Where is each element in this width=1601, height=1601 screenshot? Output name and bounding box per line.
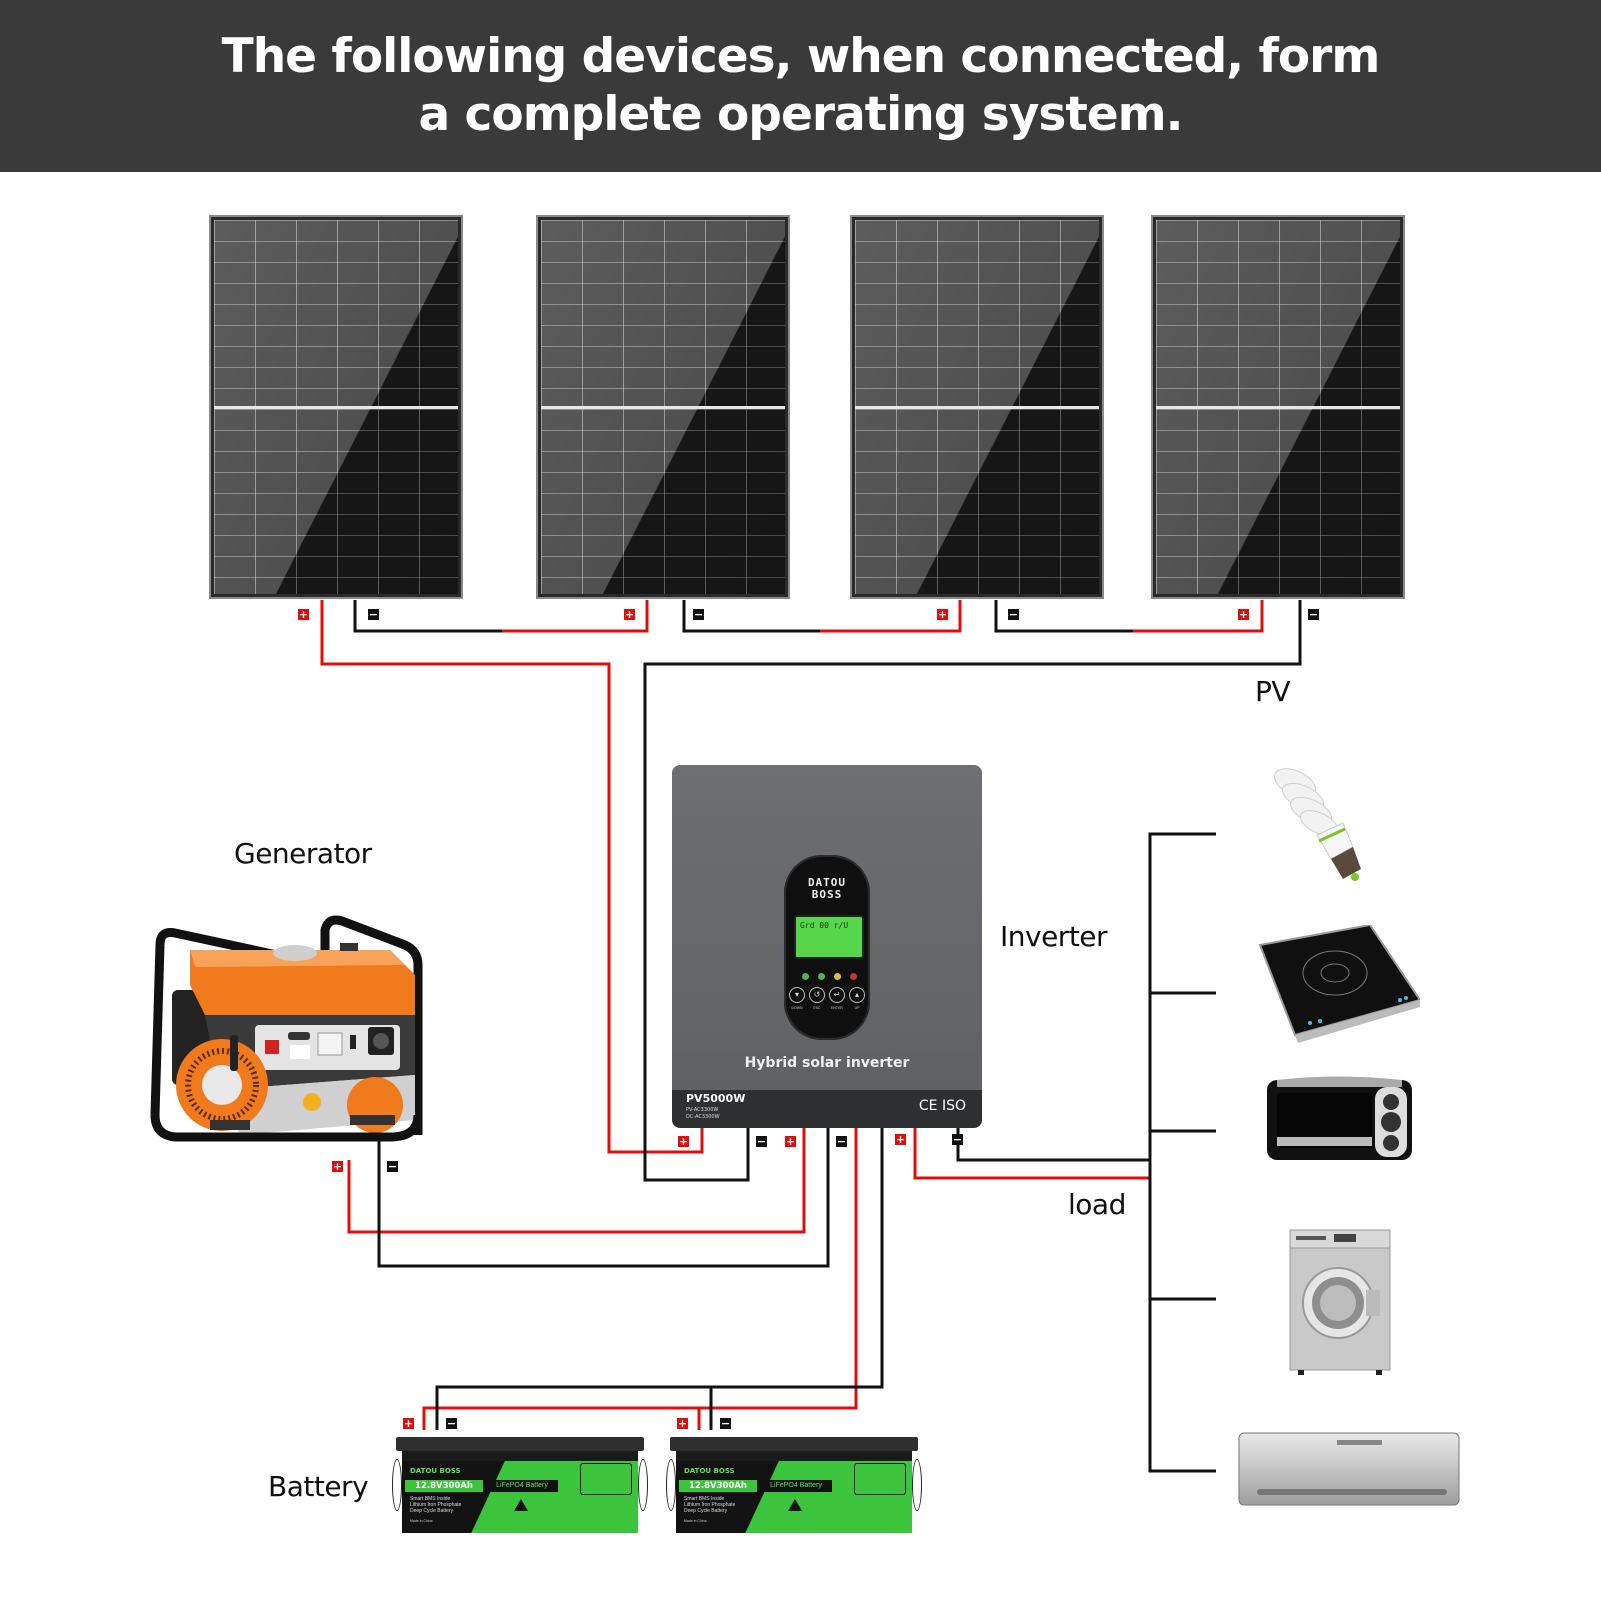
- warning-icon: [514, 1499, 528, 1511]
- inverter-label: Inverter: [1000, 920, 1108, 953]
- solar-panel: [209, 215, 463, 599]
- generator-image: [150, 915, 423, 1142]
- air-conditioner-icon: [1238, 1432, 1460, 1506]
- pv-wire-pos-3: [820, 600, 962, 633]
- up-button-label: UP: [854, 1006, 860, 1010]
- battery-capacity: 12.8V300Ah: [679, 1480, 757, 1492]
- lifepo4-battery: DATOU BOSS 12.8V300Ah LiFePO4 Battery Sm…: [392, 1437, 648, 1537]
- negative-terminal-icon: −: [368, 608, 379, 621]
- battery-type: LiFePO4 Battery: [486, 1480, 558, 1492]
- load-positive-wire: [913, 1128, 1150, 1180]
- positive-terminal-icon: +: [624, 608, 635, 621]
- up-button[interactable]: ▴: [849, 987, 865, 1003]
- induction-cooker-icon: [1258, 925, 1420, 1043]
- page-title: The following devices, when connected, f…: [221, 29, 1381, 142]
- inverter-title: Hybrid solar inverter: [744, 1055, 910, 1071]
- negative-terminal-icon: −: [446, 1417, 457, 1430]
- down-button[interactable]: ▾: [789, 987, 805, 1003]
- pv-wire-neg-3: [994, 600, 1133, 633]
- positive-terminal-icon: +: [403, 1417, 414, 1430]
- battery-features: Smart BMS Inside Lithium Iron Phosphate …: [410, 1496, 462, 1514]
- generator-label: Generator: [234, 837, 372, 870]
- negative-terminal-icon: −: [1008, 608, 1019, 621]
- positive-terminal-icon: +: [677, 1417, 688, 1430]
- pv-label: PV: [1255, 675, 1291, 708]
- positive-terminal-icon: +: [298, 608, 309, 621]
- pv-wire-neg-1: [353, 600, 502, 633]
- battery-features: Smart BMS Inside Lithium Iron Phosphate …: [684, 1496, 736, 1514]
- battery-origin: Made in China: [410, 1519, 433, 1523]
- status-led: [818, 973, 825, 980]
- pv-wire-neg-2: [682, 600, 820, 633]
- pv-wire-pos-4: [1133, 600, 1264, 633]
- positive-terminal-icon: +: [332, 1160, 343, 1173]
- battery-brand: DATOU BOSS: [684, 1467, 735, 1475]
- down-button-label: DOWN: [791, 1006, 803, 1010]
- inverter-base: PV5000W PV-AC3300W DC-AC3300W CE ISO: [672, 1090, 982, 1128]
- lifepo4-battery: DATOU BOSS 12.8V300Ah LiFePO4 Battery Sm…: [666, 1437, 922, 1537]
- battery-brand: DATOU BOSS: [410, 1467, 461, 1475]
- solar-panel: [850, 215, 1104, 599]
- hybrid-inverter: DATOU BOSS Grd 00 r/U ▾ ↺ ↵ ▴ DOWN ESC E…: [672, 765, 982, 1130]
- battery-spec-box: [580, 1463, 632, 1495]
- header-banner: The following devices, when connected, f…: [0, 0, 1601, 172]
- pv-positive-wire: [320, 600, 704, 1154]
- load-negative-wire: [956, 1128, 1150, 1162]
- generator-positive-wire: [347, 1128, 806, 1234]
- positive-terminal-icon: +: [895, 1133, 906, 1146]
- solar-panel: [536, 215, 790, 599]
- pv-wire-pos-2: [502, 600, 649, 633]
- inverter-model: PV5000W: [686, 1092, 746, 1105]
- generator-negative-wire: [377, 1128, 830, 1268]
- negative-terminal-icon: −: [756, 1135, 767, 1148]
- warning-icon: [788, 1499, 802, 1511]
- inverter-spec-dc: DC-AC3300W: [686, 1114, 720, 1120]
- esc-button[interactable]: ↺: [809, 987, 825, 1003]
- battery-origin: Made in China: [684, 1519, 707, 1523]
- negative-terminal-icon: −: [720, 1417, 731, 1430]
- negative-terminal-icon: −: [387, 1160, 398, 1173]
- washing-machine-icon: [1289, 1229, 1391, 1375]
- inverter-spec-pv: PV-AC3300W: [686, 1107, 719, 1113]
- certification-marks: CE ISO: [918, 1098, 966, 1114]
- light-bulb-icon: [1273, 768, 1361, 881]
- positive-terminal-icon: +: [678, 1135, 689, 1148]
- enter-button-label: ENTER: [831, 1006, 843, 1010]
- negative-terminal-icon: −: [952, 1133, 963, 1146]
- status-led: [834, 973, 841, 980]
- load-label: load: [1068, 1188, 1126, 1221]
- battery-label: Battery: [268, 1470, 369, 1503]
- load-bus: [1148, 832, 1216, 1473]
- battery-positive-wire: [422, 1128, 858, 1430]
- pv-negative-wire: [643, 600, 1302, 1182]
- toaster-oven-icon: [1267, 1076, 1412, 1160]
- battery-spec-box: [854, 1463, 906, 1495]
- battery-type: LiFePO4 Battery: [760, 1480, 832, 1492]
- lcd-screen: Grd 00 r/U: [794, 915, 864, 959]
- negative-terminal-icon: −: [1308, 608, 1319, 621]
- enter-button[interactable]: ↵: [829, 987, 845, 1003]
- battery-capacity: 12.8V300Ah: [405, 1480, 483, 1492]
- inverter-body: DATOU BOSS Grd 00 r/U ▾ ↺ ↵ ▴ DOWN ESC E…: [672, 765, 982, 1090]
- solar-panel: [1151, 215, 1405, 599]
- inverter-brand-logo: DATOU BOSS: [807, 876, 847, 901]
- negative-terminal-icon: −: [693, 608, 704, 621]
- status-led: [850, 973, 857, 980]
- positive-terminal-icon: +: [1238, 608, 1249, 621]
- esc-button-label: ESC: [813, 1006, 821, 1010]
- positive-terminal-icon: +: [937, 608, 948, 621]
- negative-terminal-icon: −: [836, 1135, 847, 1148]
- status-led: [802, 973, 809, 980]
- battery-negative-wire: [435, 1128, 884, 1430]
- inverter-control-panel: DATOU BOSS Grd 00 r/U ▾ ↺ ↵ ▴ DOWN ESC E…: [784, 855, 870, 1040]
- positive-terminal-icon: +: [785, 1135, 796, 1148]
